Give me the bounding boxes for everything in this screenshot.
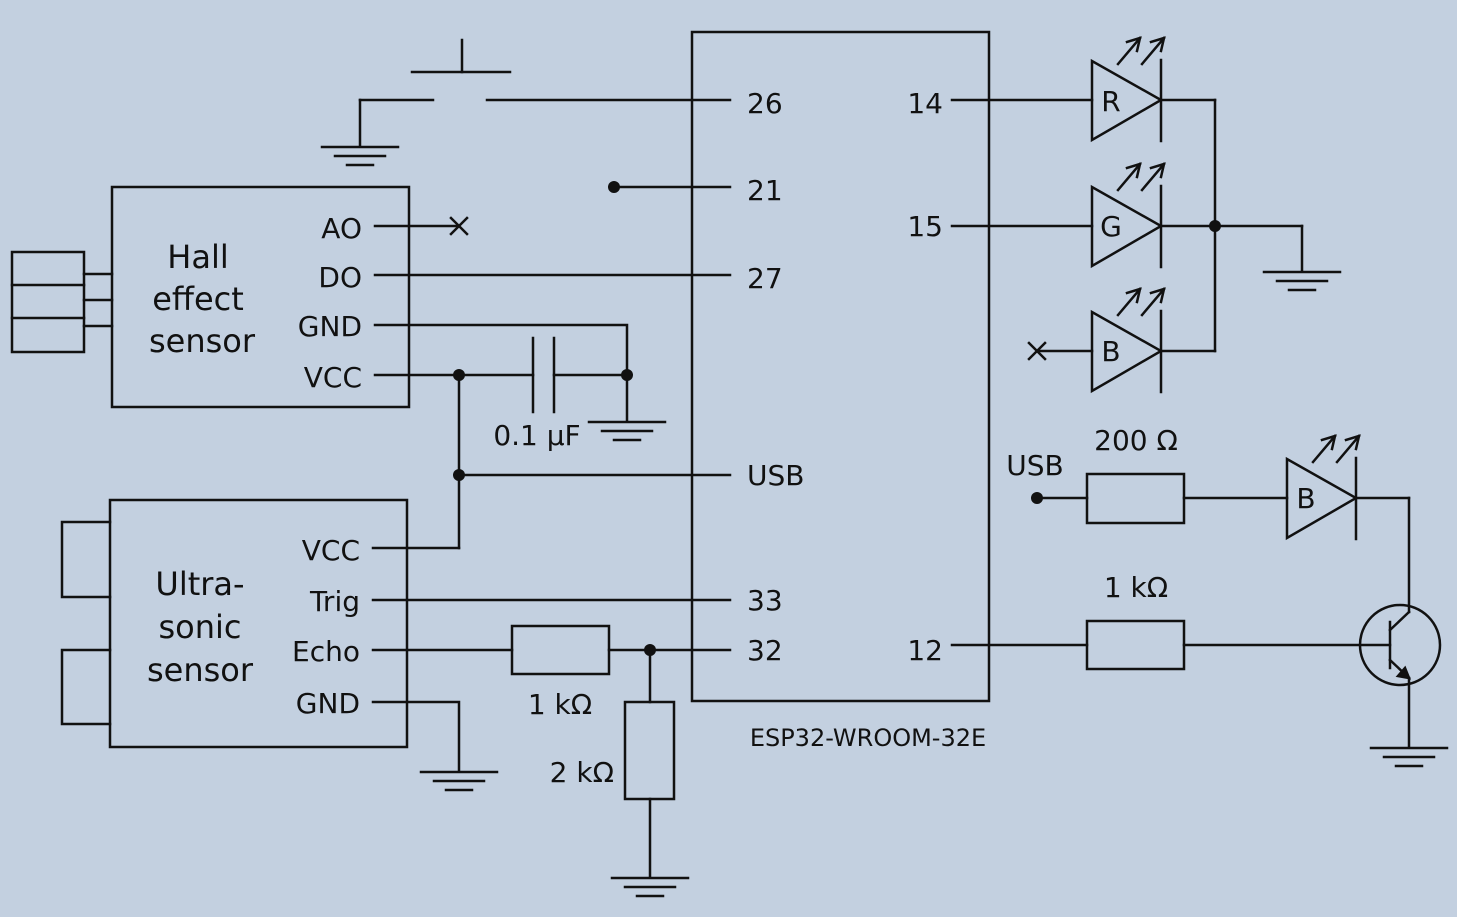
ultra-pin-gnd: GND	[296, 687, 360, 720]
ultra-pin-vcc: VCC	[302, 534, 360, 567]
resistor-echo-label: 1 kΩ	[528, 688, 592, 721]
esp32-module	[690, 30, 991, 703]
led-green-label: G	[1100, 210, 1122, 243]
hall-title-line1: Hall	[167, 238, 228, 276]
ultra-title-line1: Ultra-	[155, 565, 244, 603]
resistor-divider	[623, 700, 676, 801]
led-blue-label: B	[1101, 335, 1120, 368]
resistor-echo	[510, 624, 611, 676]
esp32-pin-32: 32	[747, 634, 783, 667]
esp32-pin-12: 12	[907, 634, 943, 667]
npn-transistor	[1358, 603, 1442, 687]
ultra-pin-trig: Trig	[309, 585, 360, 618]
hall-title-line2: effect	[152, 280, 244, 318]
ultrasonic-gnd-wire	[371, 700, 461, 772]
junction-dots	[453, 181, 1221, 656]
ultrasonic-sensor-box	[108, 498, 409, 749]
esp32-pin-27: 27	[747, 262, 783, 295]
hall-pin-vcc: VCC	[304, 361, 362, 394]
esp32-pin-21: 21	[747, 174, 783, 207]
hall-pin-gnd: GND	[298, 310, 362, 343]
esp32-pin-usb: USB	[747, 459, 804, 492]
esp32-pin-14: 14	[907, 87, 943, 120]
led-indicator-label: B	[1296, 482, 1315, 515]
capacitor	[531, 336, 556, 414]
hall-pin-ao: AO	[321, 212, 362, 245]
ultra-pin-echo: Echo	[292, 635, 360, 668]
hall-sensor-connector	[10, 250, 114, 354]
push-button	[320, 38, 732, 167]
hall-gnd-wire	[373, 323, 629, 422]
esp32-pin-33: 33	[747, 584, 783, 617]
resistor-usb-label: 200 Ω	[1094, 424, 1178, 457]
capacitor-label: 0.1 µF	[493, 419, 580, 452]
esp32-pin-15: 15	[907, 210, 943, 243]
resistor-base-label: 1 kΩ	[1104, 571, 1168, 604]
resistor-base	[1085, 619, 1186, 671]
ultrasonic-transducers	[60, 520, 112, 726]
esp32-label: ESP32-WROOM-32E	[750, 724, 986, 752]
hall-title-line3: sensor	[149, 322, 256, 360]
ultra-title-line3: sensor	[147, 651, 254, 689]
resistor-divider-label: 2 kΩ	[550, 756, 614, 789]
hall-pin-do: DO	[318, 261, 362, 294]
resistor-usb	[1085, 472, 1186, 525]
usb-node-label: USB	[1006, 449, 1063, 482]
ultra-title-line2: sonic	[158, 608, 241, 646]
hall-sensor-box	[110, 185, 411, 409]
esp32-pin-26: 26	[747, 87, 783, 120]
led-red-label: R	[1101, 85, 1120, 118]
